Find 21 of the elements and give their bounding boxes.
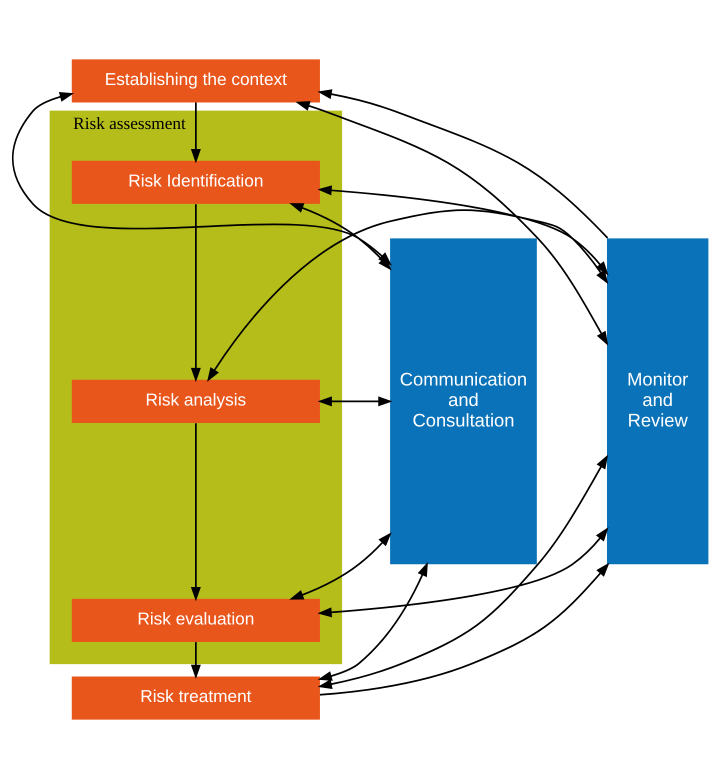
arrow (317, 184, 609, 276)
arrow (318, 88, 608, 238)
arrow (317, 526, 609, 617)
node-box: Risk evaluation (72, 598, 320, 642)
node-box: Communication and Consultation (390, 238, 537, 564)
node-box: Risk Identification (72, 160, 320, 204)
arrow (318, 396, 393, 406)
arrow (320, 562, 610, 696)
arrow (190, 422, 201, 601)
arrow (318, 454, 608, 689)
arrow (190, 642, 201, 679)
node-box: Risk analysis (72, 379, 320, 422)
arrow (190, 102, 201, 163)
arrow (318, 562, 428, 680)
node-box: Risk treatment (72, 676, 320, 720)
node-box: Establishing the context (72, 58, 320, 102)
arrow (190, 204, 201, 382)
arrow (295, 100, 608, 346)
arrow (207, 208, 608, 382)
arrow (289, 532, 392, 600)
node-box: Monitor and Review (606, 238, 708, 564)
